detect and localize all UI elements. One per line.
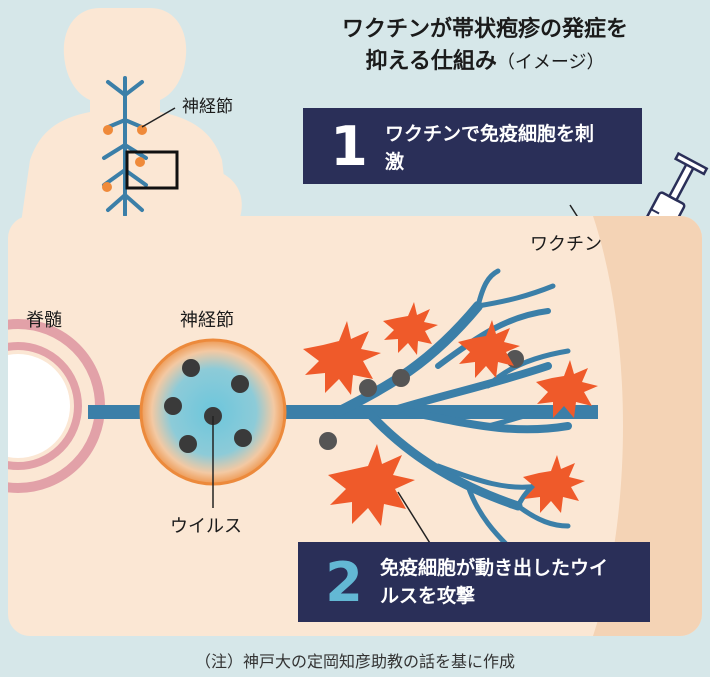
step-2-number: 2 (325, 550, 363, 614)
virus-particle (234, 429, 252, 447)
immune-cell (328, 444, 415, 526)
label-spinal-cord: 脊髄 (26, 310, 62, 331)
label-vaccine: ワクチン (530, 234, 602, 255)
virus-particle (164, 397, 182, 415)
immune-cell (458, 320, 520, 378)
step-2-callout: 2 免疫細胞が動き出したウイルスを攻撃 (298, 542, 650, 622)
label-ganglion: 神経節 (180, 310, 234, 331)
label-ganglion-top: 神経節 (182, 97, 233, 117)
virus-particle (182, 359, 200, 377)
virus-particles (319, 350, 524, 450)
immune-cell (536, 360, 598, 418)
body-silhouette (20, 8, 242, 230)
virus-particle (231, 375, 249, 393)
label-virus: ウイルス (170, 516, 242, 537)
diagram-title: ワクチンが帯状疱疹の発症を 抑える仕組み（イメージ） (275, 14, 695, 79)
virus-particle (179, 435, 197, 453)
skin-surface (593, 216, 702, 636)
zoom-box (125, 150, 179, 190)
title-sub: （イメージ） (496, 52, 605, 73)
immune-cell (383, 302, 438, 355)
immune-cell (303, 321, 381, 395)
title-line2: 抑える仕組み（イメージ） (275, 46, 695, 79)
source-note: （注）神戸大の定岡知彦助教の話を基に作成 (194, 652, 515, 671)
immune-cell (523, 455, 585, 513)
step-1-text: ワクチンで免疫細胞を刺激 (385, 123, 595, 173)
title-main: 抑える仕組み (365, 49, 497, 74)
step-2-text: 免疫細胞が動き出したウイルスを攻撃 (380, 557, 609, 607)
spinal-cord (8, 314, 110, 498)
title-line1: ワクチンが帯状疱疹の発症を (341, 17, 628, 42)
nerve-illustration (8, 216, 702, 636)
step-1-number: 1 (330, 114, 368, 178)
step-1-callout: 1 ワクチンで免疫細胞を刺激 (303, 108, 642, 184)
immune-cells (303, 302, 598, 526)
ganglion (139, 338, 287, 508)
